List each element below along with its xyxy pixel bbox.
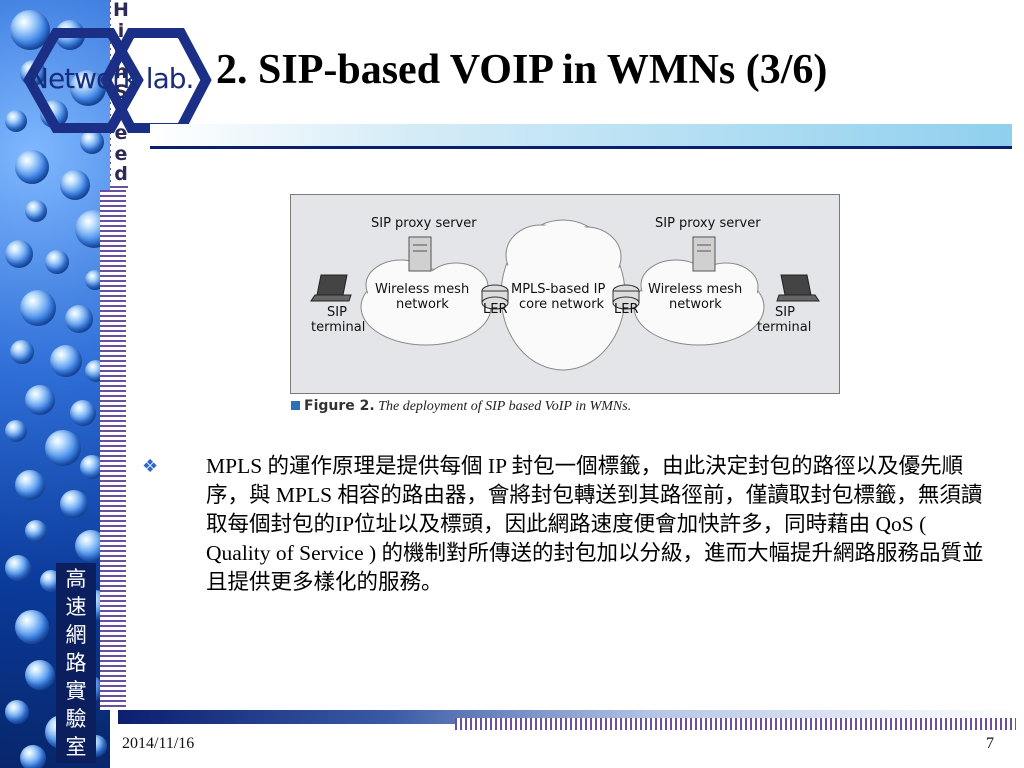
page-number: 7 — [986, 735, 994, 752]
right-ler-router-icon — [612, 284, 640, 310]
left-laptop-icon — [310, 274, 352, 302]
sidebar-stripes — [100, 190, 126, 710]
bubble-decoration — [45, 250, 69, 274]
bubble-decoration — [25, 520, 47, 542]
diamond-bullet-icon: ❖ — [142, 456, 159, 477]
vertical-letter: d — [114, 163, 128, 185]
lab-name-char: 網 — [65, 623, 87, 647]
bubble-decoration — [80, 130, 104, 154]
bubble-decoration — [60, 170, 90, 200]
lab-name-char: 路 — [65, 651, 87, 675]
vertical-letter: e — [114, 122, 128, 144]
right-laptop-icon — [776, 274, 820, 302]
right-ler-label: LER — [614, 302, 639, 317]
vertical-letter: e — [114, 142, 128, 165]
right-terminal-label-1: SIP — [775, 305, 795, 320]
bubble-decoration — [25, 660, 55, 690]
bullet-paragraph: MPLS 的運作原理是提供每個 IP 封包一個標籤，由此決定封包的路徑以及優先順… — [206, 454, 984, 594]
bubble-decoration — [20, 745, 46, 768]
bubble-decoration — [20, 290, 56, 326]
bubble-decoration — [5, 420, 27, 442]
bubble-decoration — [70, 400, 96, 426]
caption-text: The deployment of SIP based VoIP in WMNs… — [378, 399, 632, 414]
footer-stripes — [455, 718, 1016, 730]
bubble-decoration — [25, 200, 47, 222]
right-proxy-label: SIP proxy server — [655, 216, 761, 231]
vertical-letter: i — [117, 19, 125, 42]
network-diagram-figure: SIP proxy server SIP proxy server Wirele… — [290, 194, 840, 394]
bubble-decoration — [5, 700, 29, 724]
logo-text: Network lab. — [28, 62, 194, 95]
bubble-decoration — [5, 240, 33, 268]
left-mesh-cloud — [360, 259, 492, 346]
left-mesh-label-1: Wireless mesh — [375, 282, 469, 297]
core-network-cloud — [500, 219, 626, 371]
bubble-decoration — [60, 490, 88, 518]
left-terminal-label-1: SIP — [327, 305, 347, 320]
bubble-decoration — [15, 470, 45, 500]
core-label-2: core network — [519, 297, 605, 312]
right-proxy-server-icon — [692, 236, 716, 272]
bubble-decoration — [5, 555, 31, 581]
bubble-decoration — [10, 340, 34, 364]
bubble-decoration — [70, 70, 106, 106]
lab-name-char: 室 — [65, 735, 87, 759]
bubble-decoration — [15, 150, 49, 184]
bubble-decoration — [10, 10, 50, 50]
lab-name-char: 高 — [65, 567, 87, 591]
right-mesh-cloud — [633, 259, 765, 346]
right-mesh-label-1: Wireless mesh — [648, 282, 742, 297]
core-label-1: MPLS-based IP — [511, 282, 605, 297]
left-mesh-label-2: network — [396, 297, 449, 312]
right-mesh-label-2: network — [669, 297, 722, 312]
figure-caption: Figure 2. The deployment of SIP based Vo… — [291, 398, 631, 415]
left-ler-router-icon — [481, 284, 509, 310]
left-proxy-label: SIP proxy server — [371, 216, 477, 231]
footer-date: 2014/11/16 — [122, 735, 195, 752]
left-proxy-server-icon — [408, 236, 432, 272]
lab-name-char: 速 — [65, 595, 87, 619]
lab-name-char: 實 — [65, 679, 87, 703]
bubble-decoration — [50, 345, 82, 377]
bubble-decoration — [25, 385, 55, 415]
lab-name-char: 驗 — [65, 707, 87, 731]
bubble-decoration — [45, 430, 81, 466]
caption-number: Figure 2. — [304, 398, 375, 414]
title-underline — [150, 146, 1012, 149]
title-gradient-bar — [150, 124, 1012, 148]
left-ler-label: LER — [483, 302, 508, 317]
bubble-decoration — [15, 610, 49, 644]
right-terminal-label-2: terminal — [757, 320, 811, 335]
caption-square-icon — [291, 401, 300, 410]
vertical-letter: H — [113, 0, 129, 21]
left-terminal-label-2: terminal — [311, 320, 365, 335]
bubble-decoration — [5, 110, 27, 132]
bubble-decoration — [65, 305, 93, 333]
lab-name-vertical: 高 速 網 路 實 驗 室 — [56, 563, 96, 763]
slide-title: 2. SIP-based VOIP in WMNs (3/6) — [216, 47, 828, 93]
